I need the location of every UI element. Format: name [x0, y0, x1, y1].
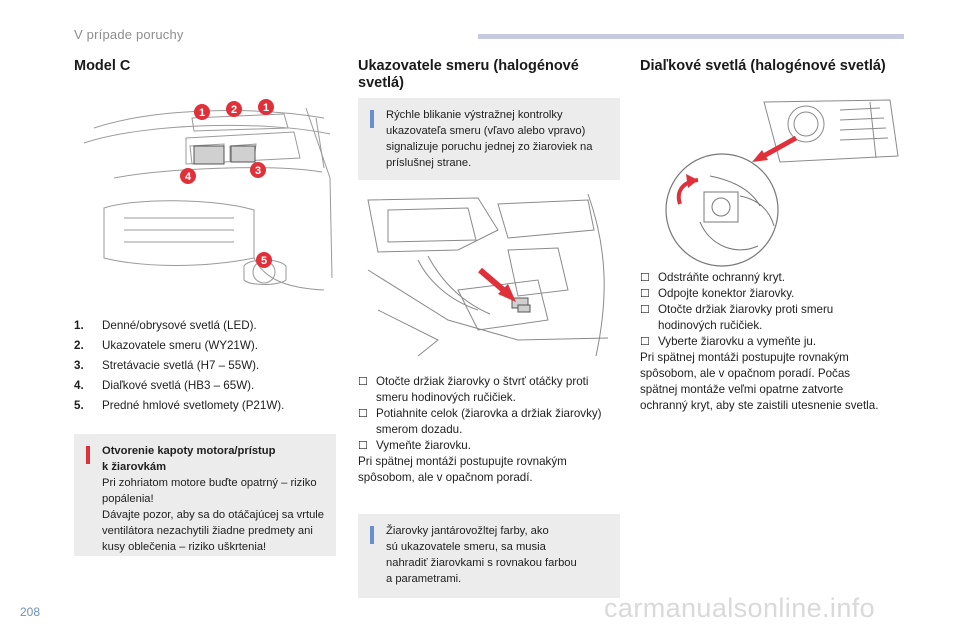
- list-item: ☐ Odstráňte ochranný kryt.: [640, 271, 785, 284]
- turn-signal-figure: [358, 190, 620, 358]
- checkbox-bullet-icon: ☐: [640, 272, 650, 284]
- figure-marker: 3: [255, 165, 261, 177]
- info-callout: Žiarovky jantárovožltej farby, ako sú uk…: [358, 514, 620, 598]
- info-bar-icon: [370, 526, 374, 544]
- watermark: carmanualsonline.info: [604, 593, 876, 623]
- list-item: ☐ Potiahnite celok (žiarovka a držiak ži…: [358, 407, 602, 436]
- section-heading-turn-signals: Ukazovatele smeru (halogénové svetlá): [358, 58, 579, 91]
- figure-marker: 5: [261, 255, 267, 267]
- checkbox-bullet-icon: ☐: [358, 440, 368, 452]
- reassembly-note: Pri spätnej montáži postupujte rovnakým …: [358, 455, 567, 484]
- list-item: ☐ Otočte držiak žiarovky o štvrť otáčky …: [358, 375, 589, 404]
- list-item: 3.Stretávacie svetlá (H7 – 55W).: [74, 359, 260, 372]
- checkbox-bullet-icon: ☐: [358, 376, 368, 388]
- column-turn-signals: Ukazovatele smeru (halogénové svetlá): [358, 58, 620, 92]
- column-model-c: Model C: [74, 58, 338, 75]
- warning-callout: Otvorenie kapoty motora/prístup k žiarov…: [74, 434, 336, 556]
- turn-signal-illustration: [367, 193, 609, 357]
- list-item: 1.Denné/obrysové svetlá (LED).: [74, 319, 257, 332]
- section-heading-model-c: Model C: [74, 58, 131, 74]
- bulb-list: 1.Denné/obrysové svetlá (LED). 2.Ukazova…: [74, 316, 338, 416]
- high-beam-figure: [640, 96, 906, 268]
- high-beam-illustration: [665, 99, 899, 267]
- running-header: V prípade poruchy: [74, 27, 184, 42]
- header-rule: [478, 34, 904, 39]
- section-heading-high-beam: Diaľkové svetlá (halogénové svetlá): [640, 58, 886, 74]
- info-text: Rýchle blikanie výstražnej kontrolky uka…: [386, 109, 593, 169]
- checkbox-bullet-icon: ☐: [640, 304, 650, 316]
- info-bar-icon: [370, 110, 374, 128]
- column-high-beam: Diaľkové svetlá (halogénové svetlá): [640, 58, 906, 75]
- figure-marker: 1: [199, 107, 205, 119]
- warning-bar-icon: [86, 446, 90, 464]
- front-lights-figure: 1 2 1 3 4 5: [74, 98, 336, 296]
- figure-marker: 4: [185, 171, 192, 183]
- warning-text: Otvorenie kapoty motora/prístup k žiarov…: [102, 445, 325, 553]
- high-beam-steps: ☐ Odstráňte ochranný kryt. ☐ Odpojte kon…: [640, 270, 910, 414]
- info-callout: Rýchle blikanie výstražnej kontrolky uka…: [358, 98, 620, 180]
- list-item: 5.Predné hmlové svetlomety (P21W).: [74, 399, 285, 412]
- list-item: ☐ Vyberte žiarovku a vymeňte ju.: [640, 335, 817, 348]
- checkbox-bullet-icon: ☐: [358, 408, 368, 420]
- list-item: ☐ Vymeňte žiarovku.: [358, 439, 471, 452]
- list-item: 4.Diaľkové svetlá (HB3 – 65W).: [74, 379, 255, 392]
- reassembly-note: Pri spätnej montáži postupujte rovnakým …: [640, 351, 879, 412]
- front-lights-illustration: 1 2 1 3 4 5: [83, 99, 333, 291]
- list-item: 2.Ukazovatele smeru (WY21W).: [74, 339, 258, 352]
- checkbox-bullet-icon: ☐: [640, 288, 650, 300]
- red-arrow-icon: [758, 135, 798, 161]
- turn-signal-steps: ☐ Otočte držiak žiarovky o štvrť otáčky …: [358, 374, 622, 486]
- info-text: Žiarovky jantárovožltej farby, ako sú uk…: [386, 525, 577, 585]
- list-item: ☐ Odpojte konektor žiarovky.: [640, 287, 795, 300]
- figure-marker: 1: [263, 102, 269, 114]
- figure-marker: 2: [231, 104, 237, 116]
- page-number: 208: [20, 605, 41, 619]
- checkbox-bullet-icon: ☐: [640, 336, 650, 348]
